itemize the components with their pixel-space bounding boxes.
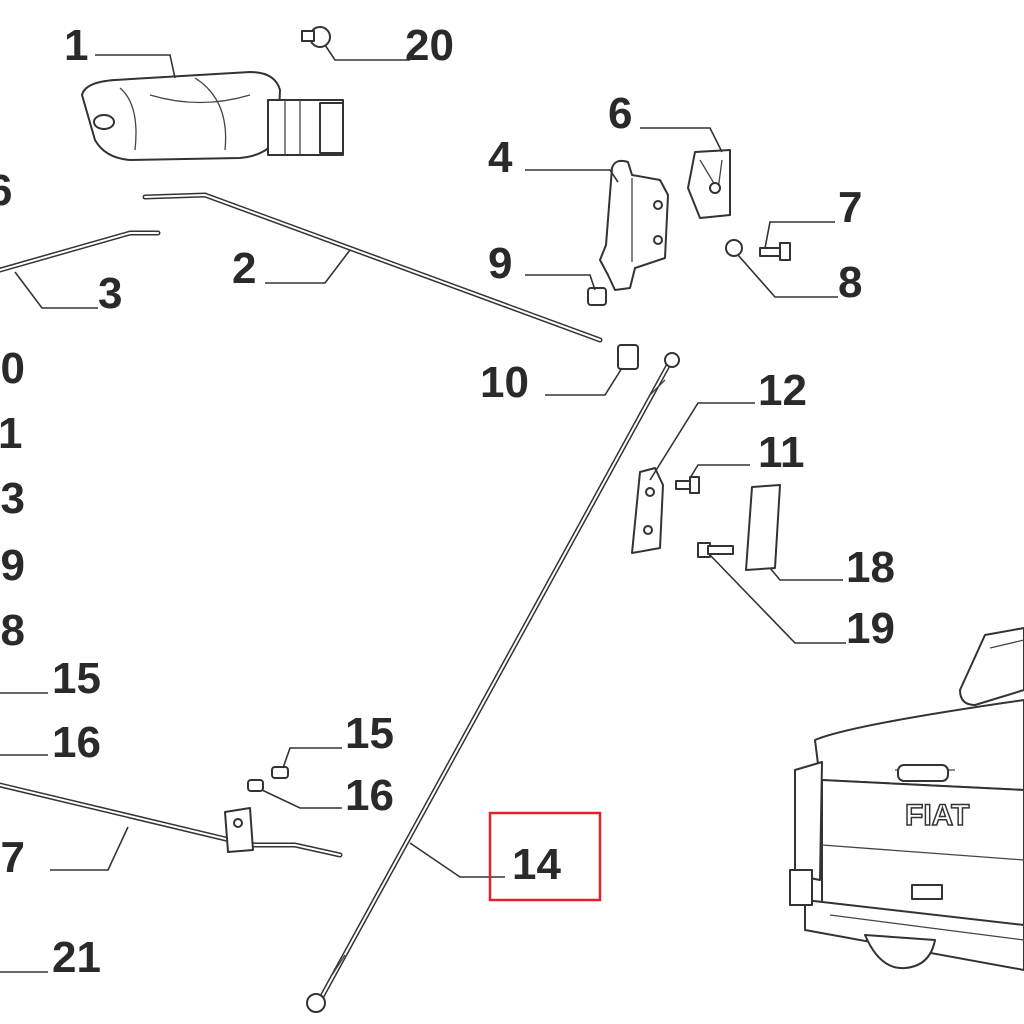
callout-15: 15 (345, 709, 394, 758)
callout-11: 11 (758, 428, 805, 477)
part-3-rod (0, 230, 161, 273)
part-10-clip (617, 344, 639, 370)
pickup-truck-illustration: FIAT (789, 627, 1024, 971)
part-4-latch (599, 159, 669, 291)
callout-left-6: 6 (0, 166, 12, 215)
leader-lines (0, 44, 846, 973)
part-6-bracket (687, 149, 731, 219)
callout-8: 8 (838, 258, 862, 307)
truck-badge: FIAT (905, 799, 969, 832)
highlight-box-14 (488, 811, 602, 902)
callout-3: 3 (98, 269, 122, 318)
callout-1: 1 (64, 21, 88, 70)
part-9-nut (587, 287, 607, 306)
callout-2: 2 (232, 244, 256, 293)
callout-14: 14 (512, 840, 561, 889)
callout-4: 4 (488, 133, 513, 182)
part-15-clip (271, 766, 289, 779)
part-19-bolt (697, 542, 734, 558)
callout-12: 12 (758, 366, 807, 415)
part-20-clip (301, 26, 331, 48)
callout-7: 7 (838, 183, 862, 232)
callout-9: 9 (488, 239, 512, 288)
callout-left-17: 17 (0, 833, 25, 882)
callout-labels: 1 20 6 4 7 8 9 2 3 10 12 11 18 19 15 16 … (0, 21, 895, 982)
callout-left-18: 18 (0, 606, 25, 655)
part-1-handle (81, 71, 344, 161)
callout-19: 19 (846, 604, 895, 653)
callout-left-16: 16 (52, 718, 101, 767)
part-2-rod (142, 192, 603, 343)
part-17-rod (0, 782, 343, 858)
callout-18: 18 (846, 543, 895, 592)
callout-6: 6 (608, 89, 632, 138)
callout-left-13: 13 (0, 474, 25, 523)
part-8-washer (725, 239, 743, 257)
callout-left-19: 19 (0, 541, 25, 590)
part-18-pad (745, 484, 781, 571)
callout-left-21: 21 (52, 933, 101, 982)
part-14-rod (306, 352, 680, 1013)
callout-10: 10 (480, 358, 529, 407)
part-12-plate (631, 467, 664, 554)
callout-left-15: 15 (52, 654, 101, 703)
callout-16: 16 (345, 771, 394, 820)
part-7-bolt (759, 242, 791, 261)
part-16-clip (247, 779, 264, 792)
part-11-screw (675, 476, 700, 494)
callout-left-11: 11 (0, 409, 23, 458)
callout-20: 20 (405, 21, 454, 70)
callout-left-10: 10 (0, 344, 25, 393)
